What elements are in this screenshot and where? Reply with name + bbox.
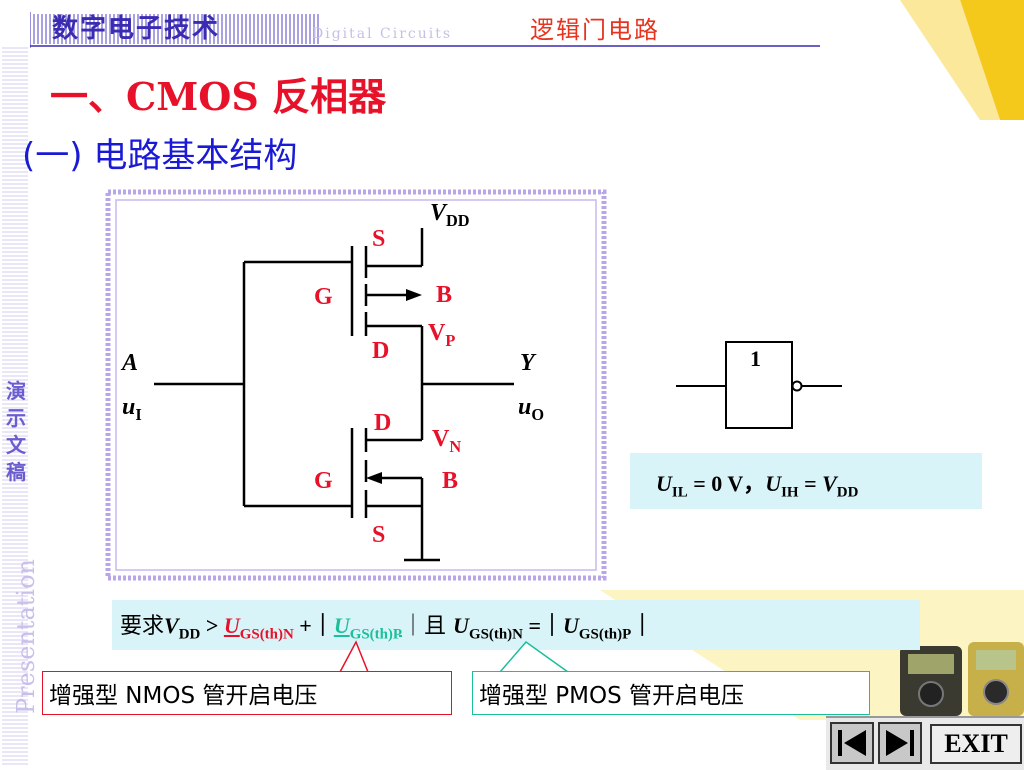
pmos-body-label: B [436,282,453,308]
output-var-label: uO [518,394,545,424]
cmos-inverter-circuit [105,189,607,581]
corner-decoration [900,0,1024,120]
pmos-gate-label: G [314,284,333,310]
prev-icon [838,730,866,756]
not-gate-label: 1 [750,346,761,371]
input-var-label: uI [122,394,142,424]
sidebar-label-cn: 演 示 文 稿 [6,379,26,484]
pmos-drain-label: D [372,338,390,364]
nmos-gate-label: G [314,468,333,494]
brand-title: 数字电子技术 [52,14,221,44]
header-band [30,12,820,48]
section-subtitle: (一) 电路基本结构 [22,136,298,176]
sidebar-stripes [2,47,28,765]
prev-slide-button[interactable] [830,722,874,764]
next-icon [886,730,914,756]
nmos-source-label: S [372,522,386,548]
sidebar-label-en: Presentation [12,559,40,714]
section-title: 一、CMOS 反相器 [50,74,387,119]
nmos-body-label: B [442,468,459,494]
requirement-box [112,600,920,650]
condition-box [630,453,982,509]
callout-pointers [339,640,569,673]
output-name-label: Y [520,350,535,376]
nmos-threshold-note: 增强型 NMOS 管开启电压 [42,671,452,715]
vp-label: VP [428,320,456,350]
multimeter-image [900,642,1024,716]
not-gate-symbol [676,341,842,429]
pmos-threshold-note: 增强型 PMOS 管开启电压 [472,671,870,715]
chapter-title: 逻辑门电路 [530,16,660,44]
vdd-label: VDD [430,200,470,230]
input-name-label: A [122,350,139,376]
exit-button[interactable]: EXIT [930,724,1022,764]
threshold-requirement: 要求VDD > UGS(th)N +｜UGS(th)P｜且 UGS(th)N =… [120,613,654,643]
logic-level-condition: UIL = 0 V，UIH = VDD [656,471,859,501]
vn-label: VN [432,426,462,456]
nmos-drain-label: D [374,410,392,436]
pmos-source-label: S [372,226,386,252]
brand-subtitle: Digital Circuits [312,26,453,42]
next-slide-button[interactable] [878,722,922,764]
